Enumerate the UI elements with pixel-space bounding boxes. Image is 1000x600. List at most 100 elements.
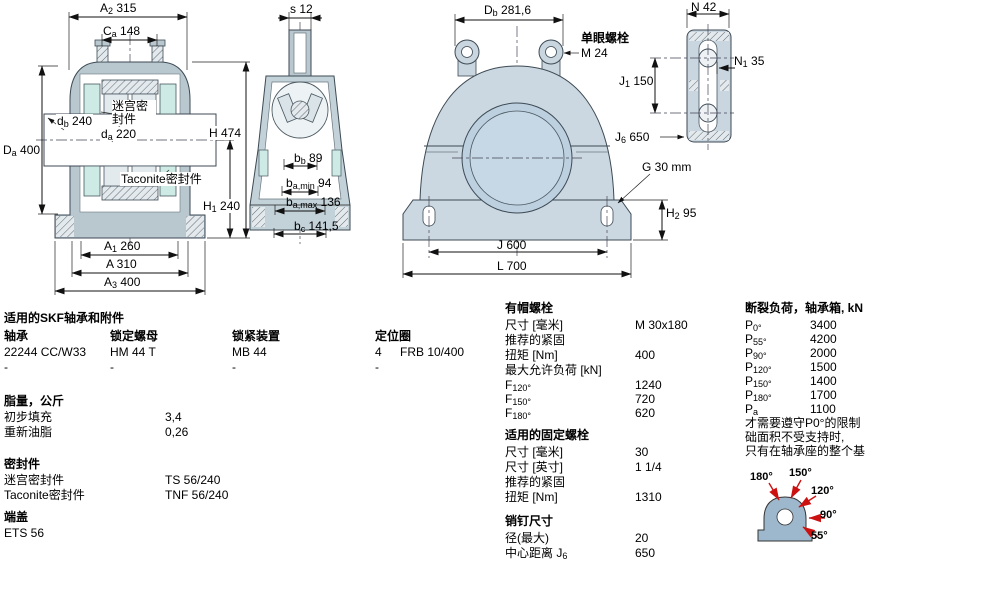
- attach-torque-label: 扭矩 [Nm]: [505, 490, 558, 504]
- label-eyebolt-title: 单眼螺栓: [581, 31, 630, 45]
- attach-tighten-label: 推荐的紧固: [505, 475, 566, 489]
- dim-label-h2: H2 95: [666, 206, 697, 221]
- dim-label-ca: Ca 148: [103, 24, 141, 39]
- label-labyrinth-seal: 迷宫密封件: [112, 100, 156, 126]
- pa-label: Pa: [745, 402, 759, 417]
- col-locknut: 锁定螺母: [110, 329, 159, 343]
- grease-initial-label: 初步填充: [4, 410, 53, 424]
- dim-label-h: H 474: [208, 126, 243, 140]
- seal-left-bottom: [83, 165, 101, 197]
- p120-label: P120°: [745, 360, 772, 375]
- grease-relub-value: 0,26: [165, 425, 189, 439]
- cap-bolts-size-label: 尺寸 [毫米]: [505, 318, 564, 332]
- p90-label: P90°: [745, 346, 767, 361]
- cap-bolt-head-right: [149, 39, 166, 47]
- drawing-front-view: [402, 26, 632, 258]
- dash-2: -: [110, 360, 114, 374]
- dim-label-l: L 700: [497, 259, 527, 273]
- attach-bolts-title: 适用的固定螺栓: [505, 428, 590, 442]
- dim-label-n: N 42: [691, 0, 717, 14]
- pins-cc-text: 中心距离: [505, 546, 557, 560]
- leader-labyrinth: [100, 111, 115, 115]
- dim-a3: [54, 241, 206, 295]
- drawing-end-view: [650, 24, 734, 150]
- bearing-outer-ring-bottom: [101, 185, 159, 201]
- dim-label-da-shaft: da 220: [100, 127, 138, 142]
- f120-label: F120°: [505, 378, 531, 393]
- p120-value: 1500: [810, 360, 837, 374]
- f180-value: 620: [635, 406, 656, 420]
- dim-n1: [716, 62, 735, 74]
- dim-ca: [101, 34, 158, 46]
- dash-1: -: [4, 360, 8, 374]
- dim-label-Da: Da 400: [2, 143, 42, 158]
- bearings-title: 适用的SKF轴承和附件: [4, 311, 125, 325]
- seal-taconite-value: TNF 56/240: [165, 488, 229, 502]
- cap-bolts-size-value: M 30x180: [635, 318, 688, 332]
- dim-l: [402, 243, 632, 278]
- seal-labyrinth-label: 迷宫密封件: [4, 473, 65, 487]
- dim-label-j6: J6 650: [614, 130, 651, 145]
- dim-label-j1: J1 150: [618, 74, 655, 89]
- bearing-outer-ring-top: [101, 79, 159, 95]
- dim-label-a1: A1 260: [104, 239, 141, 254]
- col-locking-device: 锁紧装置: [232, 329, 281, 343]
- pins-dia-value: 20: [635, 531, 649, 545]
- f180-label: F180°: [505, 406, 531, 421]
- locknut-designation: HM 44 T: [110, 345, 156, 359]
- dim-a: [71, 241, 189, 277]
- end-cover-title: 端盖: [4, 510, 29, 524]
- drawing-section-view: [36, 34, 224, 248]
- pins-cc-dim: J6: [556, 546, 568, 561]
- dim-label-j: J 600: [497, 238, 527, 252]
- bearing-designation: 22244 CC/W33: [4, 345, 87, 359]
- drawing-side-section: [249, 22, 351, 244]
- col-bearing: 轴承: [4, 329, 29, 343]
- pa-value: 1100: [810, 402, 836, 416]
- label-eyebolt-size: M 24: [581, 46, 608, 60]
- cap-bolt-head-left: [94, 39, 111, 47]
- dim-ba-max: [274, 205, 326, 215]
- seal-right-top: [159, 83, 177, 115]
- angle-150-label: 150°: [789, 467, 812, 479]
- f150-value: 720: [635, 392, 656, 406]
- ring-quantity: 4: [375, 345, 382, 359]
- dim-bc: [273, 228, 327, 238]
- angle-120-label: 120°: [811, 485, 834, 497]
- dash-4: -: [375, 360, 379, 374]
- ring-designation: FRB 10/400: [400, 345, 465, 359]
- p90-value: 2000: [810, 346, 837, 360]
- cap-bolts-maxload-label: 最大允许负荷 [kN]: [505, 363, 602, 377]
- attach-torque-value: 1310: [635, 490, 662, 504]
- seal-left-top: [83, 83, 101, 115]
- pins-cc-label: 中心距离 J6: [505, 546, 568, 561]
- grease-initial-value: 3,4: [165, 410, 182, 424]
- dim-ba-min: [281, 186, 319, 196]
- pins-dia-label: 径(最大): [505, 531, 549, 545]
- p150-value: 1400: [810, 374, 837, 388]
- p55-value: 4200: [810, 332, 837, 346]
- dim-s: [278, 12, 322, 30]
- cap-bolts-torque-value: 400: [635, 348, 656, 362]
- breaking-note-line3: 只有在轴承座的整个基: [745, 444, 866, 458]
- dim-label-ba-min: ba,min 94: [286, 176, 332, 191]
- seal-taconite-label: Taconite密封件: [4, 488, 85, 502]
- angle-90-label: 90°: [820, 509, 837, 521]
- leader-g: [617, 173, 651, 204]
- dim-label-Db: Db 281,6: [484, 3, 532, 18]
- dim-label-a: A 310: [106, 257, 137, 271]
- dim-h2: [623, 199, 668, 241]
- load-direction-diagram: [757, 479, 825, 542]
- angle-55-label: 55°: [811, 530, 828, 542]
- dim-label-bb: bb 89: [294, 151, 323, 166]
- dim-label-a2: A2 315: [100, 1, 137, 16]
- dim-db2: [454, 14, 564, 46]
- pins-cc-value: 650: [635, 546, 656, 560]
- dim-label-ba-max: ba,max 136: [286, 195, 341, 210]
- attach-size-mm-label: 尺寸 [毫米]: [505, 445, 564, 459]
- breaking-note-line1: 才需要遵守P0°的限制: [745, 416, 861, 430]
- cap-bolts-title: 有帽螺栓: [505, 301, 554, 315]
- pins-title: 销钉尺寸: [505, 514, 554, 528]
- p180-label: P180°: [745, 388, 772, 403]
- f120-value: 1240: [635, 378, 662, 392]
